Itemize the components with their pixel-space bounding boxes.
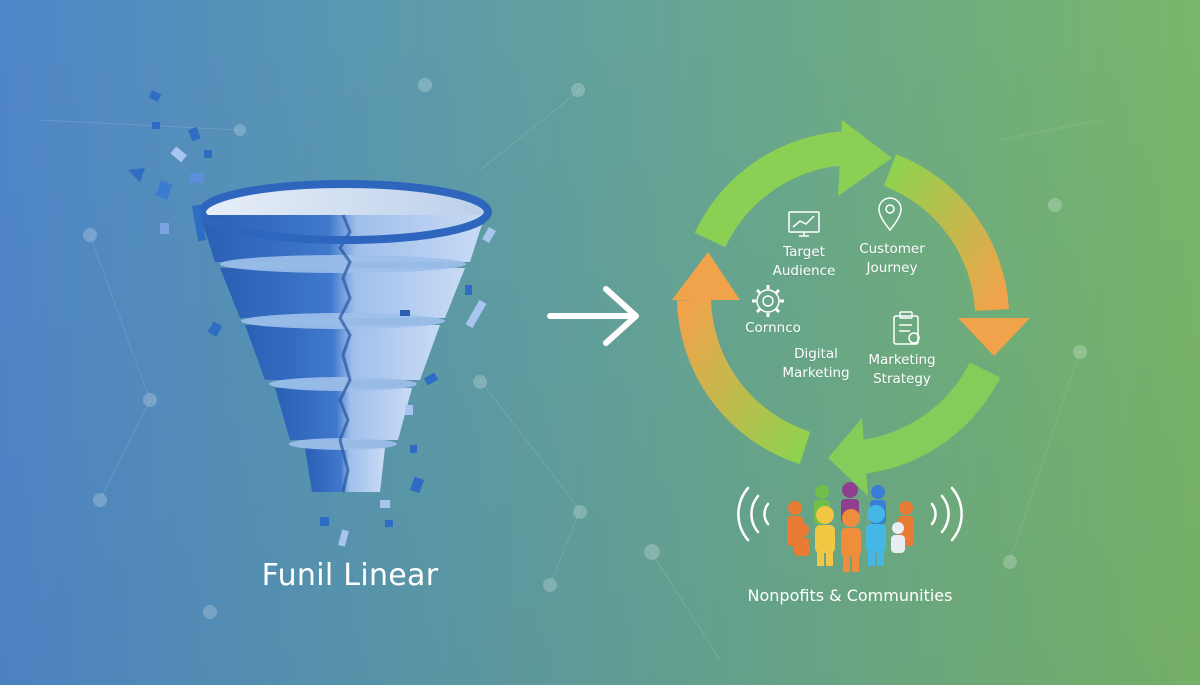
- cycle-item-cornnco: Cornnco: [745, 320, 801, 336]
- cycle-item-customer-journey: Customer Journey: [859, 241, 925, 276]
- funnel-title: Funil Linear: [261, 558, 439, 593]
- cycle-item-digital-marketing: Digital Marketing: [782, 346, 850, 381]
- location-pin-icon: [878, 197, 902, 232]
- chart-monitor-icon: [788, 211, 820, 237]
- gear-icon: [752, 285, 784, 317]
- cycle-item-target-audience: Target Audience: [772, 244, 836, 279]
- cycle-item-marketing-strategy: Marketing Strategy: [868, 352, 936, 387]
- community-label: Nonpofits & Communities: [747, 586, 953, 605]
- clipboard-icon: [893, 311, 920, 345]
